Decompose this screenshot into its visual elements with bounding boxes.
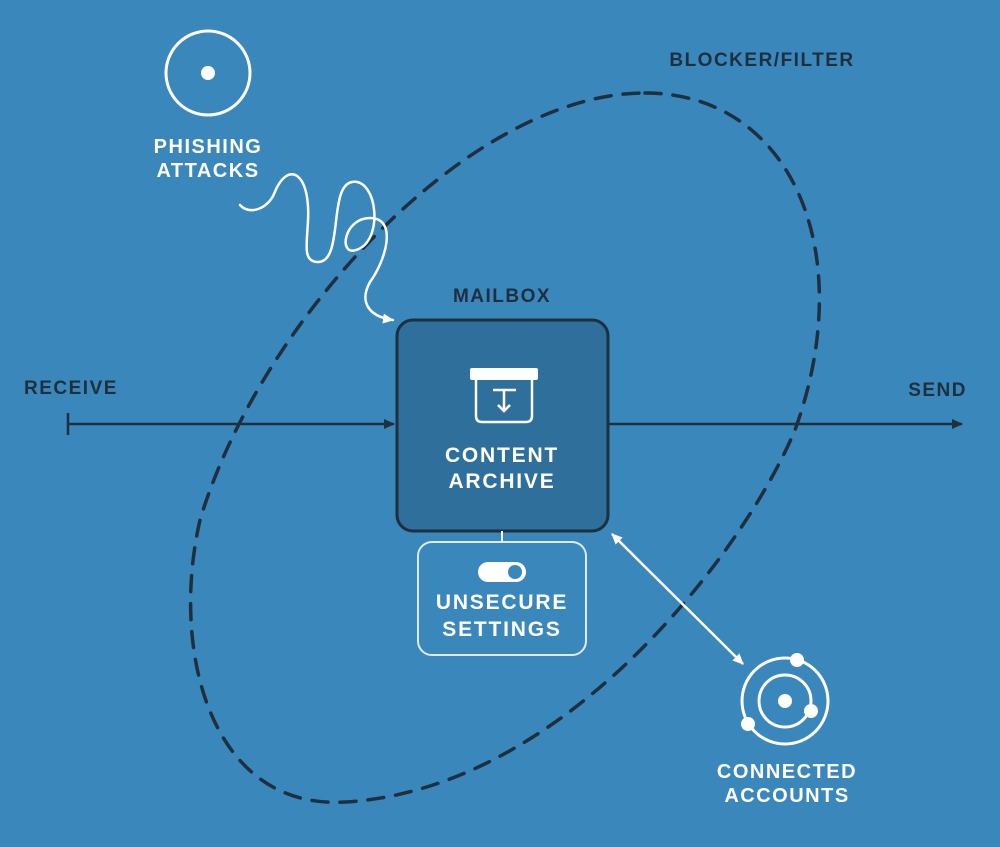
connected-accounts-link [611, 533, 744, 665]
connected-accounts-label-line1: CONNECTED [717, 761, 857, 783]
unsecure-settings-label-line2: SETTINGS [442, 618, 561, 641]
content-archive-label-line2: ARCHIVE [448, 470, 555, 493]
content-archive-label-line1: CONTENT [445, 444, 559, 467]
phishing-label-line2: ATTACKS [156, 160, 259, 182]
mailbox-box[interactable] [395, 318, 610, 533]
archive-box-icon [470, 368, 538, 424]
toggle-switch-icon [478, 562, 526, 582]
blocker-filter-boundary [188, 91, 822, 804]
mailbox-label: MAILBOX [453, 286, 551, 307]
unsecure-settings-box[interactable] [417, 541, 587, 656]
phishing-label-line1: PHISHING [154, 136, 263, 158]
blocker-filter-label: BLOCKER/FILTER [669, 50, 854, 71]
connected-accounts-label-line2: ACCOUNTS [724, 785, 849, 807]
unsecure-settings-label-line1: UNSECURE [436, 591, 568, 614]
phishing-attack-path [238, 173, 395, 324]
orbit-icon [740, 653, 830, 746]
receive-label: RECEIVE [24, 378, 118, 399]
send-label: SEND [908, 380, 967, 401]
target-icon [164, 29, 252, 117]
